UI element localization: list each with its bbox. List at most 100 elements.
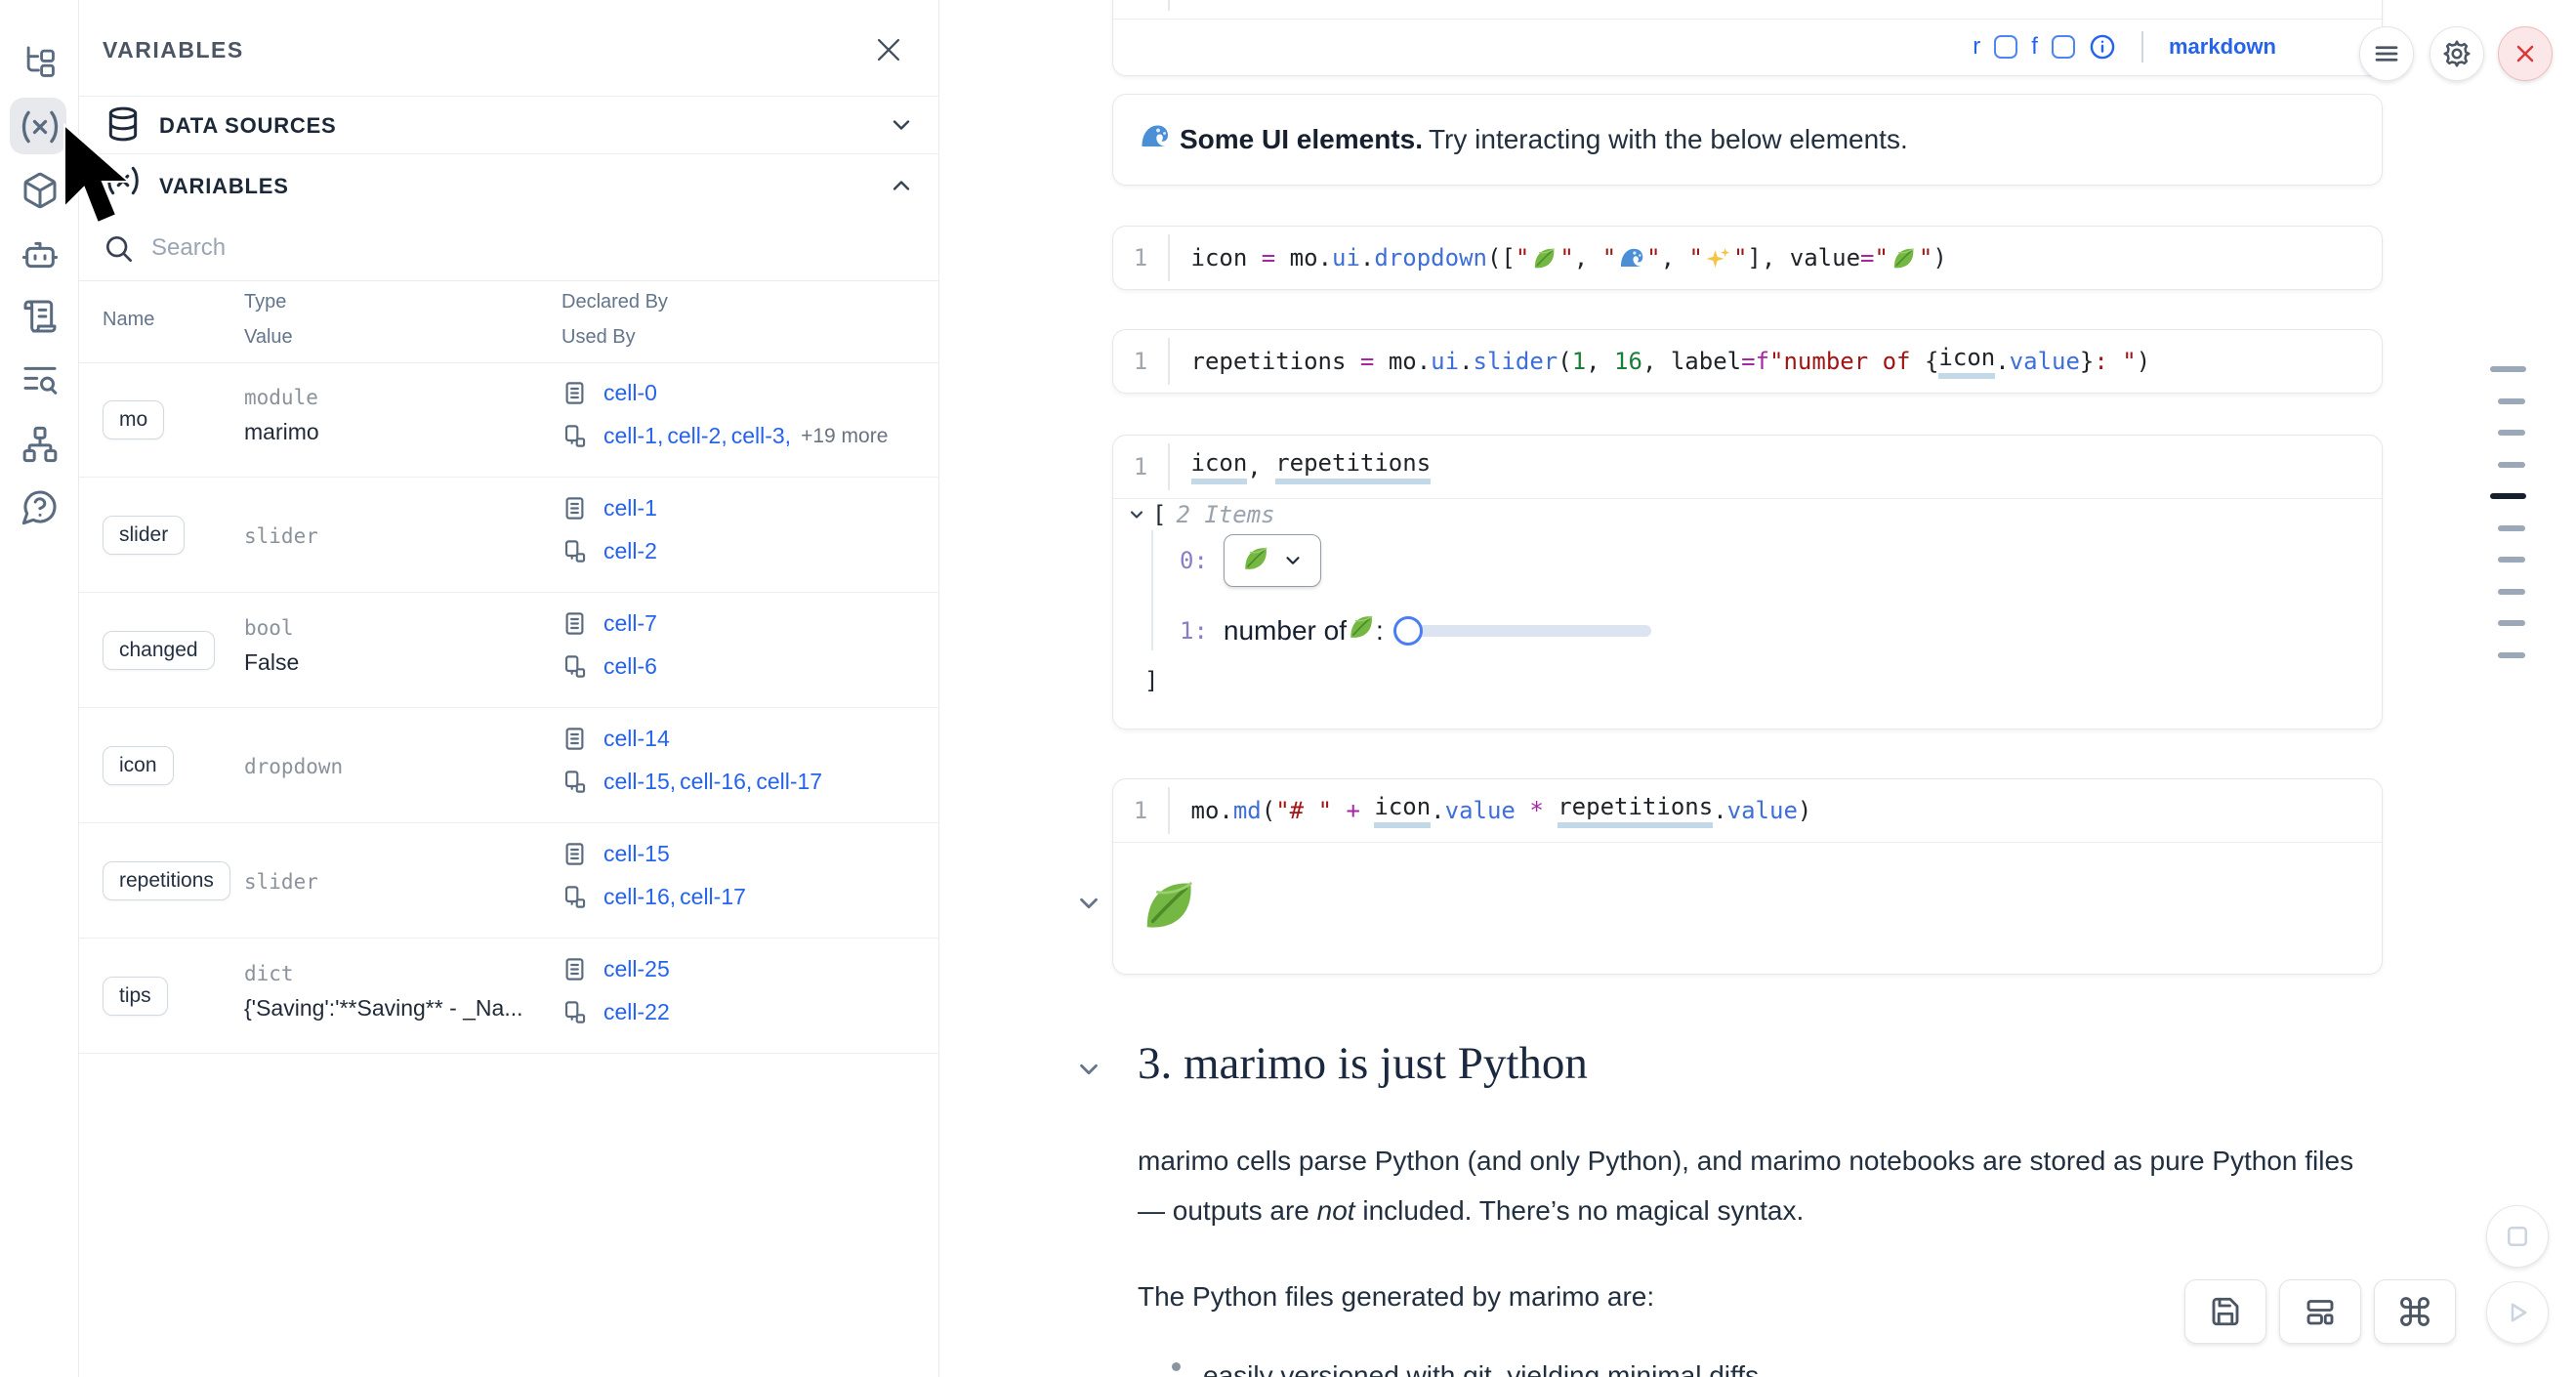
tree-guide-line [1151,530,1153,650]
cell-link[interactable]: cell-1 [603,495,657,521]
line-number: 1 [1113,0,1168,1]
shutdown-button[interactable] [2498,26,2553,81]
collapse-chevron-icon[interactable] [1074,1055,1103,1084]
sidebar-item-scratchpad[interactable] [0,289,79,344]
save-button[interactable] [2184,1279,2266,1344]
chevron-down-icon [1286,557,1300,564]
slider-thumb[interactable] [1392,615,1423,646]
cell-link[interactable]: cell-7 [603,610,657,636]
sidebar-item-file-explorer[interactable] [0,35,79,90]
cell-tuple-code[interactable]: 1 icon, repetitions [ 2 Items 0: 1: [1112,435,2383,730]
declared-by-cells: cell-14 [561,726,674,752]
notebook-menu-button[interactable] [2359,26,2414,81]
sidebar-item-help[interactable] [0,480,79,534]
minimap-cell-mark[interactable] [2498,557,2525,563]
cell-link[interactable]: cell-15 [603,841,670,866]
settings-button[interactable] [2430,26,2484,81]
used-cell-icon [564,1001,586,1023]
list-open-bracket: [ [1152,501,1167,528]
variable-name-badge[interactable]: icon [103,745,174,785]
declared-by-cells: cell-7 [561,610,661,637]
used-by-cells: cell-16,cell-17 [561,884,750,910]
variable-row-slider[interactable]: slider slider cell-1 cell-2 [79,478,939,593]
search-input[interactable] [151,234,835,262]
cell-link[interactable]: cell-16, [603,884,677,909]
collapse-chevron-icon[interactable] [1127,505,1146,524]
markdown-output-cell: Some UI elements. Try interacting with t… [1112,94,2383,186]
format-toggle-checkbox[interactable] [2051,35,2075,59]
code-line[interactable]: repetitions = mo.ui.slider(1, 16, label=… [1170,344,2150,379]
minimap-cell-mark[interactable] [2498,397,2525,404]
cell-link[interactable]: cell-1, [603,423,664,448]
scratchpad-toggle-button[interactable] [2486,1205,2549,1268]
variable-type: slider [244,524,318,548]
cell-link[interactable]: cell-0 [603,380,657,405]
cell-link[interactable]: cell-17 [756,769,823,794]
variable-name-badge[interactable]: slider [103,515,186,555]
minimap-cell-mark[interactable] [2498,524,2525,531]
hamburger-icon [2375,46,2398,62]
minimap-cell-mark[interactable] [2498,620,2525,626]
variable-name-badge[interactable]: changed [103,630,215,670]
declared-by-cells: cell-15 [561,841,674,867]
minimap-cell-mark[interactable] [2490,493,2526,499]
cell-md-result[interactable]: 1 mo.md("# " + icon.value * repetitions.… [1112,778,2383,975]
cell-link[interactable]: cell-3, [730,423,792,448]
cell-dropdown-code[interactable]: 1 icon = mo.ui.dropdown(["", "", ""], va… [1112,226,2383,290]
cell-link[interactable]: cell-25 [603,956,670,981]
variable-name-badge[interactable]: repetitions [103,860,230,900]
minimap-cell-mark[interactable] [2498,461,2525,468]
more-cells-label[interactable]: +19 more [801,424,889,447]
run-all-button[interactable] [2486,1281,2549,1344]
used-cell-icon [564,540,586,563]
used-by-cells: cell-6 [561,653,661,680]
reactive-toggle-checkbox[interactable] [1994,35,2018,59]
square-icon [2508,1227,2527,1246]
slider-track[interactable] [1394,624,1651,637]
code-line[interactable]: icon = mo.ui.dropdown(["", "", ""], valu… [1190,244,1947,271]
close-red-x-icon [2516,45,2534,63]
variable-name-badge[interactable]: mo [103,399,165,439]
sidebar-item-variables[interactable] [0,100,79,154]
sidebar-item-packages[interactable] [0,163,79,218]
cell-link[interactable]: cell-16, [680,769,753,794]
play-icon [2511,1303,2527,1322]
cell-slider-code[interactable]: 1 repetitions = mo.ui.slider(1, 16, labe… [1112,329,2383,394]
declared-cell-icon [565,728,584,750]
minimap-cell-mark[interactable] [2498,588,2525,595]
close-panel-button[interactable] [872,33,905,66]
cell-link[interactable]: cell-2, [667,423,727,448]
cell-link[interactable]: cell-6 [603,653,657,679]
collapse-chevron-icon[interactable] [1074,889,1103,918]
minimap-cell-mark[interactable] [2490,366,2526,372]
sidebar-item-dependency-graph[interactable] [0,417,79,472]
cell-link[interactable]: cell-15, [603,769,677,794]
cell-link[interactable]: cell-2 [603,538,657,563]
repetitions-slider-control[interactable] [1392,615,1651,646]
cell-link[interactable]: cell-22 [603,999,670,1024]
variable-name-badge[interactable]: tips [103,976,168,1016]
minimap-cell-mark[interactable] [2498,651,2525,658]
minimap-cell-mark[interactable] [2498,430,2525,436]
cell-link[interactable]: cell-17 [680,884,746,909]
code-line[interactable]: icon, repetitions [1170,449,1432,484]
code-line[interactable]: ** Some UI elements.** Try interacting w… [1170,0,2110,1]
close-icon [877,38,900,62]
layout-button[interactable] [2279,1279,2361,1344]
code-line[interactable]: mo.md("# " + icon.value * repetitions.va… [1170,793,1811,828]
cell-markdown-editor[interactable]: 1 ** Some UI elements.** Try interacting… [1112,0,2383,76]
info-icon[interactable] [2089,33,2116,61]
sidebar-item-logs[interactable] [0,353,79,407]
cell-link[interactable]: cell-14 [603,726,670,751]
sidebar-item-ai-assistant[interactable] [0,228,79,282]
command-palette-button[interactable] [2374,1279,2456,1344]
cell-language-label[interactable]: markdown [2168,34,2276,59]
used-by-cells: cell-2 [561,538,661,564]
icon-dropdown-control[interactable] [1223,534,1321,587]
